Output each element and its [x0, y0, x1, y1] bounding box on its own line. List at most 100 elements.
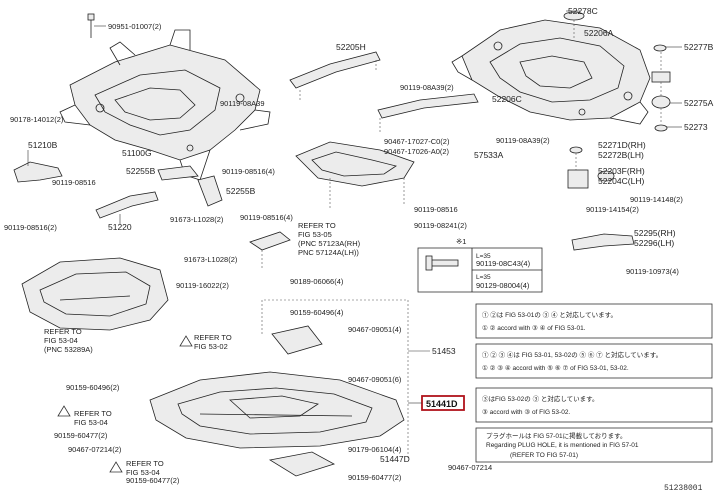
label-group-fasteners: 90951-01007(2) 90178-14012(2) 90119-08A3… [4, 22, 683, 485]
fastener-label: 90178-14012(2) [10, 115, 64, 124]
fastener-label: 90119-08A39(2) [496, 136, 550, 145]
note-box-a: ① ②は FIG 53-01の ③ ④ と対応しています。 ① ② accord… [475, 303, 713, 339]
label-group-parts: 52278C 52206A 52277B 52275A 52273 52271D… [28, 6, 714, 464]
ref-text: REFER TO [44, 327, 82, 336]
note-text: ① ② ③ ④ accord with ⑤ ⑥ ⑦ of FIG 53-01, … [482, 364, 629, 372]
ref-text: REFER TO [298, 221, 336, 230]
label-51453: 51453 [432, 346, 456, 356]
label-52278c: 52278C [568, 6, 598, 16]
cover-51441d [149, 371, 405, 449]
bracket-51210b [13, 150, 63, 183]
ref-block-53-04c: REFER TO FIG 53-04 [109, 459, 164, 477]
fastener-label: 90159-60477(2) [126, 476, 180, 485]
bolt-row2-part: 90129-08004(4) [476, 281, 530, 290]
note-box-b: ① ② ③ ④は FIG 53-01, 53-02の ⑤ ⑥ ⑦ と対応していま… [475, 343, 713, 379]
fastener-label: 90159-60496(2) [66, 383, 120, 392]
fastener-label: 90119-08516 [52, 178, 96, 187]
fastener-label: 90119-14148(2) [630, 195, 683, 204]
note-text: ① ②は FIG 53-01の ③ ④ と対応しています。 [482, 310, 617, 319]
note-text: プラグホールは FIG 57-01に掲載しております。 [486, 431, 627, 440]
label-52255b-2: 52255B [226, 186, 256, 196]
fastener-label: 90179-06104(4) [348, 445, 402, 454]
fastener-label: 90119-08516(2) [4, 223, 57, 232]
ref-text: REFER TO [194, 333, 232, 342]
fastener-label: 90119-14154(2) [586, 205, 639, 214]
brace-52205h [289, 51, 381, 102]
ref-text: FIG 53-04 [126, 468, 160, 477]
fastener-label: 90119-08A39(2) [400, 83, 454, 92]
ref-text: REFER TO [74, 409, 112, 418]
bracket-57123a [249, 231, 291, 270]
fastener-label: 90467-07214 [448, 463, 492, 472]
bracket-52295 [571, 233, 635, 251]
fastener-label: 90159-60477(2) [348, 473, 402, 482]
fastener-label: 90467-09051(6) [348, 375, 402, 384]
ref-text: FIG 53-04 [74, 418, 108, 427]
bracket-52255b [157, 165, 223, 207]
label-52206c: 52206C [492, 94, 522, 104]
label-52272b: 52272B(LH) [598, 150, 644, 160]
ref-text: FIG 53-04 [44, 336, 78, 345]
fastener-label: 90119-08516(4) [240, 213, 293, 222]
ref-text: (PNC 57123A(RH) [298, 239, 361, 248]
brace-52206c [377, 93, 479, 132]
panel-51453 [271, 325, 323, 355]
label-52205h: 52205H [336, 42, 366, 52]
label-51220: 51220 [108, 222, 132, 232]
fastener-label: 90119-08516 [414, 205, 458, 214]
fastener-label: 91673-L1028(2) [184, 255, 238, 264]
fastener-label: 90189-06066(4) [290, 277, 344, 286]
label-52295: 52295(RH) [634, 228, 676, 238]
label-52275a: 52275A [684, 98, 714, 108]
label-52296: 52296(LH) [634, 238, 674, 248]
cover-53289a [21, 257, 169, 331]
fastener-label: 90159-60477(2) [54, 431, 108, 440]
label-51210b: 51210B [28, 140, 58, 150]
bolt-row2-len: L=35 [476, 274, 491, 281]
note-text: ① ② accord with ③ ④ of FIG 53-01. [482, 324, 586, 332]
label-52206a: 52206A [584, 28, 614, 38]
label-52271d: 52271D(RH) [598, 140, 646, 150]
label-51441d: 51441D [426, 399, 458, 409]
ref-block-53-04b: REFER TO FIG 53-04 [57, 405, 112, 427]
bolt-row1-len: L=35 [476, 253, 491, 260]
fastener-label: 90119-10973(4) [626, 267, 679, 276]
ref-text: REFER TO [126, 459, 164, 468]
label-52277b: 52277B [684, 42, 714, 52]
label-51447d: 51447D [380, 454, 410, 464]
ref-text: FIG 53-02 [194, 342, 228, 351]
brace-51220 [95, 191, 159, 224]
bolt-row1-part: 90119-08C43(4) [476, 259, 531, 268]
mount-stack-right [651, 44, 671, 132]
ref-block-53-05: REFER TO FIG 53-05 (PNC 57123A(RH) PNC 5… [298, 221, 361, 257]
diagram-code: 51238001 [664, 484, 703, 493]
ref-text: FIG 53-05 [298, 230, 332, 239]
label-57533a: 57533A [474, 150, 504, 160]
bushing-52271d [567, 146, 615, 189]
fastener-label: 91673-L1028(2) [170, 215, 224, 224]
mount-stack-52278c [563, 11, 585, 40]
cover-51447d [268, 451, 336, 477]
fastener-label: 90119-08516(4) [222, 167, 275, 176]
fastener-label: 90951-01007(2) [108, 22, 162, 31]
bolt-mark: ※1 [456, 237, 466, 246]
label-52255b: 52255B [126, 166, 156, 176]
note-text: (REFER TO FIG 57-01) [510, 452, 578, 459]
note-text: ③はFIG 53-02の ③ と対応しています。 [482, 394, 599, 403]
note-text: ① ② ③ ④は FIG 53-01, 53-02の ⑤ ⑥ ⑦ と対応していま… [482, 350, 662, 359]
bolt-spec-table: ※1 L=35 90119-08C43(4) L=35 90129-08004(… [417, 237, 543, 293]
fastener-label: 90467-17027-C0(2) [384, 137, 450, 146]
fastener-label: 90159-60496(4) [290, 308, 344, 317]
fastener-label: 90119-08241(2) [414, 221, 467, 230]
fastener-label: 90119-08A39 [220, 99, 264, 108]
ref-text: (PNC 53289A) [44, 345, 93, 354]
label-51100g: 51100G [122, 148, 152, 158]
rear-crossmember-drawing [451, 19, 651, 125]
fastener-label: 90119-16022(2) [176, 281, 229, 290]
note-text: Regarding PLUG HOLE, it is mentioned in … [486, 442, 639, 449]
note-box-c: ③はFIG 53-02の ③ と対応しています。 ③ accord with ③… [475, 387, 713, 423]
fastener-label: 90467-07214(2) [68, 445, 122, 454]
label-52204c: 52204C(LH) [598, 176, 644, 186]
label-52203f: 52203F(RH) [598, 166, 645, 176]
